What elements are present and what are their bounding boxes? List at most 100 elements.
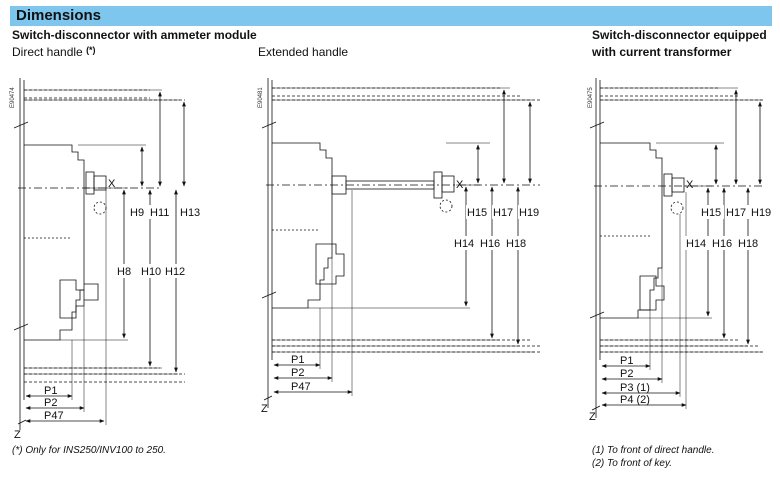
left-heading: Switch-disconnector with ammeter module — [12, 28, 257, 42]
left-label-p2: P2 — [44, 397, 57, 409]
right-current-transformer — [639, 275, 665, 311]
right-break-mark — [591, 405, 601, 411]
middle-drawing-code: E90481 — [258, 87, 264, 108]
left-handle-base — [85, 171, 95, 195]
right-extension-lines — [600, 87, 762, 353]
right-p-extension-lines — [649, 192, 687, 409]
middle-label-bg — [505, 236, 529, 250]
left-break-mark — [13, 323, 29, 331]
right-dimension-labels: H14 H15 H16 H17 H18 H19 P1 P2 P3 (1) P4 … — [620, 205, 776, 406]
right-label-h17: H17 — [726, 207, 746, 219]
right-device-body — [600, 142, 663, 319]
middle-module — [315, 243, 345, 285]
middle-label-bg — [466, 205, 490, 219]
middle-label-h18: H18 — [506, 238, 526, 250]
left-device-body — [24, 144, 85, 341]
right-handle-sweep — [670, 201, 684, 215]
middle-label-p47: P47 — [291, 381, 311, 393]
middle-label-h16: H16 — [480, 238, 500, 250]
left-label-bg — [116, 264, 134, 278]
left-label-bg — [164, 264, 186, 278]
middle-label-h19: H19 — [519, 207, 539, 219]
left-label-bg — [128, 205, 146, 219]
left-enclosure-top — [24, 89, 185, 101]
middle-label-p1: P1 — [291, 354, 304, 366]
left-break-mark — [17, 419, 27, 425]
page-title: Dimensions — [16, 7, 102, 24]
right-heading-line1: Switch-disconnector equipped — [592, 28, 767, 42]
left-enclosure-bottom — [24, 367, 185, 383]
middle-dimension-labels: H14 H15 H16 H17 H18 H19 P1 P2 P47 — [291, 205, 542, 393]
left-dimension-labels: H8 H9 H10 H11 H12 H13 P1 P2 P47 — [44, 205, 201, 422]
right-label-p1: P1 — [620, 355, 633, 367]
right-label-h18: H18 — [738, 238, 758, 250]
right-label-p3: P3 (1) — [620, 382, 650, 394]
middle-break-mark — [261, 291, 277, 299]
middle-break-mark — [261, 121, 277, 129]
middle-label-bg — [453, 236, 477, 250]
middle-handle-knob — [441, 175, 455, 193]
left-footnote: (*) Only for INS250/INV100 to 250. — [12, 445, 166, 456]
section-header: Dimensions — [10, 6, 772, 26]
right-break-mark — [589, 311, 605, 319]
right-label-bg — [737, 236, 761, 250]
right-break-mark — [589, 121, 605, 129]
left-handle-knob — [93, 175, 107, 191]
middle-extension-lines — [272, 87, 535, 353]
right-label-z: Z — [589, 411, 596, 423]
middle-label-bg — [479, 236, 503, 250]
middle-label-h15: H15 — [467, 207, 487, 219]
left-label-x: X — [108, 178, 116, 190]
right-label-h19: H19 — [751, 207, 771, 219]
middle-label-bg — [492, 205, 516, 219]
right-footnote-1: (1) To front of direct handle. — [592, 445, 715, 456]
left-subheading-mark: (*) — [86, 45, 96, 55]
left-label-h11: H11 — [150, 207, 169, 219]
middle-label-h17: H17 — [493, 207, 513, 219]
left-label-z: Z — [14, 429, 21, 441]
middle-break-mark — [263, 395, 273, 401]
left-ammeter-terminal — [84, 283, 99, 301]
right-handle-knob — [671, 177, 685, 193]
middle-subheading: Extended handle — [258, 45, 349, 59]
left-extension-lines — [24, 89, 180, 375]
left-label-h13: H13 — [180, 207, 200, 219]
right-label-p4: P4 (2) — [620, 394, 650, 406]
left-label-h12: H12 — [165, 266, 185, 278]
middle-enclosure-top — [272, 87, 540, 101]
middle-device-body — [272, 142, 333, 309]
right-footnote-2: (2) To front of key. — [592, 458, 673, 469]
right-heading-line2: with current transformer — [592, 45, 732, 59]
left-label-p1: P1 — [44, 385, 57, 397]
middle-p-extension-lines — [319, 190, 353, 396]
right-label-bg — [711, 236, 735, 250]
middle-handle-sweep — [439, 199, 453, 213]
middle-label-bg — [518, 205, 542, 219]
right-drawing-code: E90475 — [588, 87, 594, 108]
right-handle-base — [663, 173, 673, 197]
right-label-bg — [750, 205, 776, 219]
left-label-bg — [148, 205, 170, 219]
left-subheading-text: Direct handle — [12, 45, 83, 59]
left-drawing: E90474 X Z — [10, 78, 186, 441]
left-label-p47: P47 — [44, 410, 64, 422]
right-label-h15: H15 — [701, 207, 721, 219]
right-label-x: X — [686, 179, 694, 191]
left-drawing-code: E90474 — [10, 87, 16, 108]
right-label-bg — [685, 236, 709, 250]
middle-label-z: Z — [261, 403, 268, 415]
right-enclosure-top — [600, 87, 765, 101]
right-label-h14: H14 — [686, 238, 706, 250]
left-label-bg — [177, 205, 201, 219]
right-drawing: E90475 X Z — [588, 78, 765, 423]
left-p-extension-lines — [71, 190, 107, 425]
left-label-h8: H8 — [117, 266, 131, 278]
left-label-h10: H10 — [141, 266, 161, 278]
left-label-h9: H9 — [130, 207, 144, 219]
right-label-bg — [725, 205, 749, 219]
left-handle-sweep — [93, 201, 107, 215]
middle-drawing: E90481 X Z — [258, 78, 540, 415]
right-label-p2: P2 — [620, 368, 633, 380]
middle-label-p2: P2 — [291, 367, 304, 379]
